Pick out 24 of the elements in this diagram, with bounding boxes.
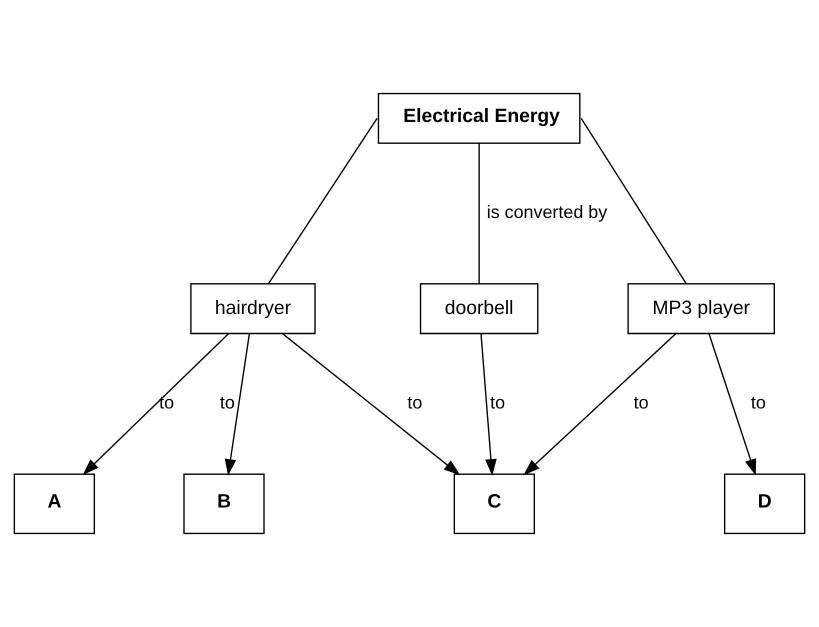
node-box: D [724, 473, 806, 534]
node-box: C [454, 473, 536, 534]
edge-label: to [490, 392, 506, 413]
connector [478, 143, 480, 284]
connector [268, 118, 378, 284]
edge-label: to [750, 392, 766, 413]
edge-label: to [634, 392, 649, 413]
arrow [480, 334, 497, 476]
edge-label: to [159, 392, 174, 413]
connector [580, 118, 687, 284]
edge-label: to [407, 392, 422, 413]
arrow [282, 333, 460, 476]
edge-label: is converted by [486, 202, 608, 222]
node-box: hairdryer [190, 283, 316, 334]
arrow [523, 333, 676, 476]
arrow [82, 333, 230, 476]
node-box: A [14, 473, 96, 534]
edge-label: to [220, 392, 235, 413]
arrow [708, 333, 756, 476]
node-box: doorbell [420, 283, 538, 334]
node-box: MP3 player [627, 283, 775, 334]
node-box: Electrical Energy [378, 92, 581, 144]
arrow [224, 334, 250, 476]
node-box: B [183, 473, 265, 534]
